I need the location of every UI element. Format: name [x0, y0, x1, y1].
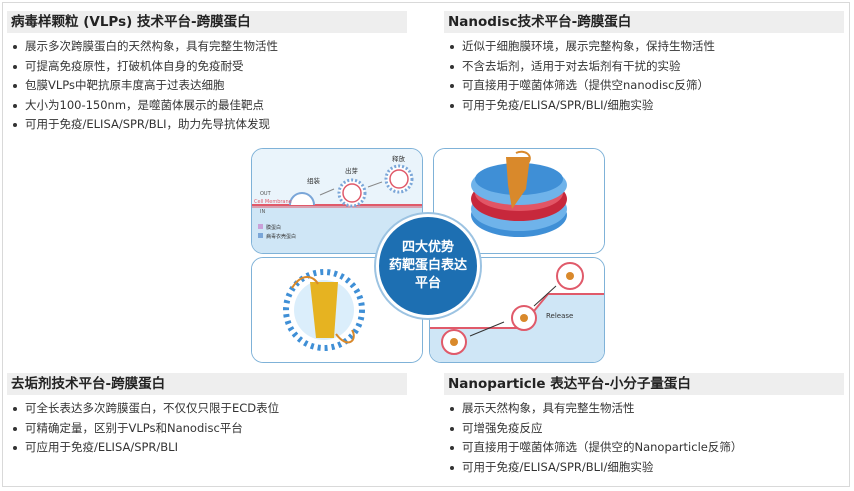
list-item: 大小为100-150nm，是噬菌体展示的最佳靶点: [7, 96, 407, 116]
center-line-2: 药靶蛋白表达: [388, 258, 467, 273]
list-item: 可直接用于噬菌体筛选（提供空的Nanoparticle反筛）: [444, 438, 844, 458]
detergent-feature-list: 可全长表达多次跨膜蛋白，不仅仅只限于ECD表位 可精确定量，区别于VLPs和Na…: [7, 399, 407, 458]
vlp-platform-block: 病毒样颗粒 (VLPs) 技术平台-跨膜蛋白 展示多次跨膜蛋白的天然构象，具有完…: [7, 11, 407, 135]
center-badge: 四大优势 药靶蛋白表达 平台: [376, 214, 480, 318]
list-item: 包膜VLPs中靶抗原丰度高于过表达细胞: [7, 76, 407, 96]
list-item: 可用于免疫/ELISA/SPR/BLI/细胞实验: [444, 96, 844, 116]
nanoparticle-illustration: Release: [429, 257, 605, 363]
list-item: 展示多次跨膜蛋白的天然构象，具有完整生物活性: [7, 37, 407, 57]
legend-capsid: 病毒衣壳蛋白: [266, 233, 296, 240]
membrane-label: Cell Membrane: [254, 199, 292, 205]
nanoparticle-platform-title: Nanoparticle 表达平台-小分子量蛋白: [444, 373, 844, 395]
list-item: 不含去垢剂，适用于对去垢剂有干扰的实验: [444, 57, 844, 77]
in-label: IN: [260, 209, 265, 215]
list-item: 可全长表达多次跨膜蛋白，不仅仅只限于ECD表位: [7, 399, 407, 419]
legend-protein: 膜蛋白: [266, 224, 281, 231]
nanoparticle-platform-block: Nanoparticle 表达平台-小分子量蛋白 展示天然构象，具有完整生物活性…: [444, 373, 844, 477]
detergent-platform-title: 去垢剂技术平台-跨膜蛋白: [7, 373, 407, 395]
nanodisc-feature-list: 近似于细胞膜环境，展示完整构象，保持生物活性 不含去垢剂，适用于对去垢剂有干扰的…: [444, 37, 844, 115]
detergent-platform-block: 去垢剂技术平台-跨膜蛋白 可全长表达多次跨膜蛋白，不仅仅只限于ECD表位 可精确…: [7, 373, 407, 458]
center-badge-text: 四大优势 药靶蛋白表达 平台: [388, 239, 468, 293]
list-item: 展示天然构象，具有完整生物活性: [444, 399, 844, 419]
list-item: 可应用于免疫/ELISA/SPR/BLI: [7, 438, 407, 458]
center-line-1: 四大优势: [401, 240, 454, 255]
vlp-platform-title: 病毒样颗粒 (VLPs) 技术平台-跨膜蛋白: [7, 11, 407, 33]
vlp-stage-bud: 出芽: [345, 166, 359, 175]
vlp-feature-list: 展示多次跨膜蛋白的天然构象，具有完整生物活性 可提高免疫原性，打破机体自身的免疫…: [7, 37, 407, 135]
center-line-3: 平台: [414, 276, 441, 291]
list-item: 可提高免疫原性，打破机体自身的免疫耐受: [7, 57, 407, 77]
nanodisc-platform-title: Nanodisc技术平台-跨膜蛋白: [444, 11, 844, 33]
nanodisc-platform-block: Nanodisc技术平台-跨膜蛋白 近似于细胞膜环境，展示完整构象，保持生物活性…: [444, 11, 844, 115]
list-item: 可增强免疫反应: [444, 419, 844, 439]
nanoparticle-feature-list: 展示天然构象，具有完整生物活性 可增强免疫反应 可直接用于噬菌体筛选（提供空的N…: [444, 399, 844, 477]
out-label: OUT: [260, 191, 272, 197]
list-item: 可用于免疫/ELISA/SPR/BLI，助力先导抗体发现: [7, 115, 407, 135]
nanodisc-illustration: [433, 148, 605, 254]
list-item: 近似于细胞膜环境，展示完整构象，保持生物活性: [444, 37, 844, 57]
list-item: 可用于免疫/ELISA/SPR/BLI/细胞实验: [444, 458, 844, 478]
release-label: Release: [546, 312, 573, 320]
vlp-stage-release: 释放: [392, 154, 406, 163]
vlp-stage-assemble: 组装: [307, 176, 321, 185]
list-item: 可直接用于噬菌体筛选（提供空nanodisc反筛）: [444, 76, 844, 96]
list-item: 可精确定量，区别于VLPs和Nanodisc平台: [7, 419, 407, 439]
